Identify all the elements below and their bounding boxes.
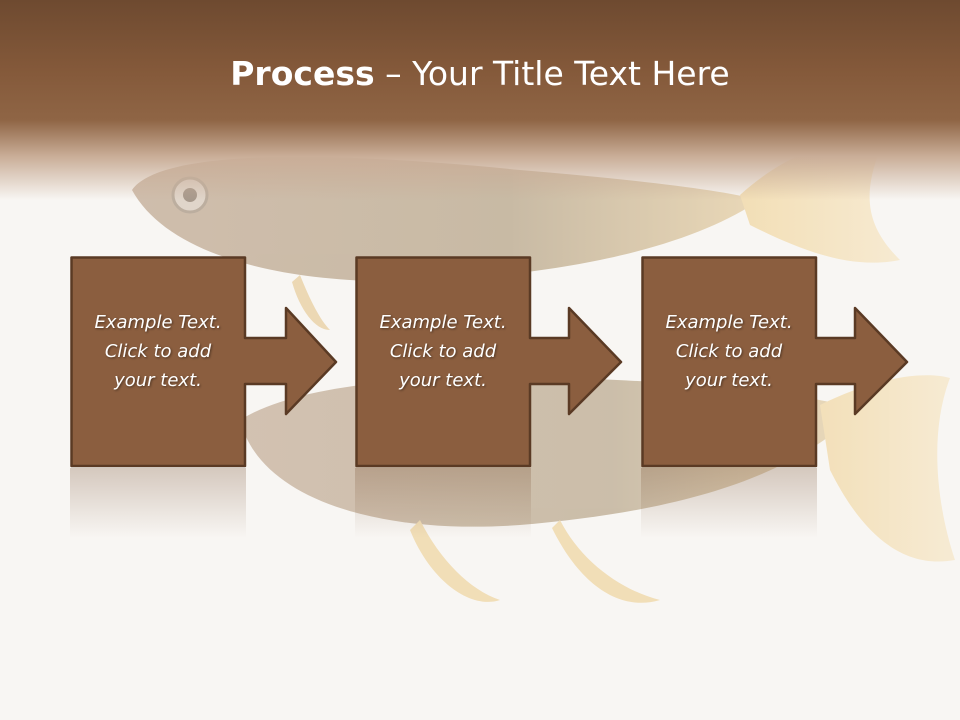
- step-reflection: [70, 468, 246, 538]
- step-text: Example Text. Click to add your text.: [74, 308, 242, 395]
- step-box-arrow-shape: [355, 256, 623, 468]
- step-text-line: your text.: [399, 370, 487, 391]
- step-text-line: Example Text.: [94, 312, 222, 333]
- process-step-1[interactable]: Example Text. Click to add your text.: [70, 256, 340, 468]
- process-step-3[interactable]: Example Text. Click to add your text.: [641, 256, 911, 468]
- title-rest: – Your Title Text Here: [374, 54, 730, 93]
- slide-title[interactable]: Process – Your Title Text Here: [0, 52, 960, 96]
- title-bold-word: Process: [230, 54, 375, 93]
- header-band: [0, 0, 960, 200]
- step-box-arrow-shape: [70, 256, 338, 468]
- process-step-2[interactable]: Example Text. Click to add your text.: [355, 256, 625, 468]
- step-reflection: [641, 468, 817, 538]
- step-text-line: Click to add: [675, 341, 783, 362]
- step-text: Example Text. Click to add your text.: [645, 308, 813, 395]
- step-box-arrow-shape: [641, 256, 909, 468]
- step-text-line: your text.: [685, 370, 773, 391]
- step-text: Example Text. Click to add your text.: [359, 308, 527, 395]
- step-reflection: [355, 468, 531, 538]
- step-text-line: Example Text.: [665, 312, 793, 333]
- step-text-line: Click to add: [389, 341, 497, 362]
- step-text-line: your text.: [114, 370, 202, 391]
- step-text-line: Click to add: [104, 341, 212, 362]
- step-text-line: Example Text.: [379, 312, 507, 333]
